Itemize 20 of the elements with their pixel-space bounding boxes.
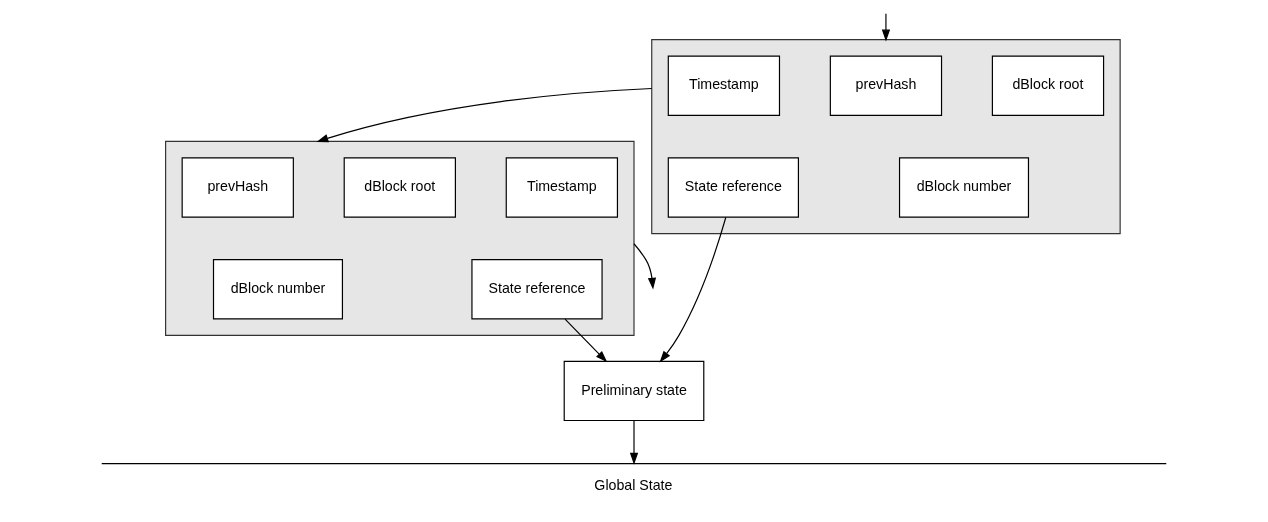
arrow bbox=[564, 318, 608, 363]
node-box: dBlock root bbox=[991, 55, 1105, 116]
node-box: prevHash bbox=[829, 55, 943, 116]
node-box: dBlock number bbox=[212, 259, 344, 320]
cluster bbox=[651, 39, 1121, 235]
node-box: prevHash bbox=[181, 157, 294, 218]
node-box: dBlock root bbox=[343, 157, 456, 218]
node-box: Timestamp bbox=[505, 157, 619, 218]
node-text: Global State bbox=[594, 477, 673, 494]
arrow bbox=[316, 87, 653, 143]
arrow bbox=[629, 420, 639, 465]
node-box: State reference bbox=[471, 259, 603, 320]
cluster bbox=[165, 140, 635, 336]
node-box: State reference bbox=[667, 157, 799, 218]
arrow bbox=[659, 216, 727, 363]
arrow bbox=[633, 243, 657, 290]
node-box: dBlock number bbox=[898, 157, 1030, 218]
node-box: Preliminary state bbox=[563, 360, 705, 422]
arrow bbox=[881, 13, 891, 42]
node-box: Timestamp bbox=[667, 55, 781, 116]
